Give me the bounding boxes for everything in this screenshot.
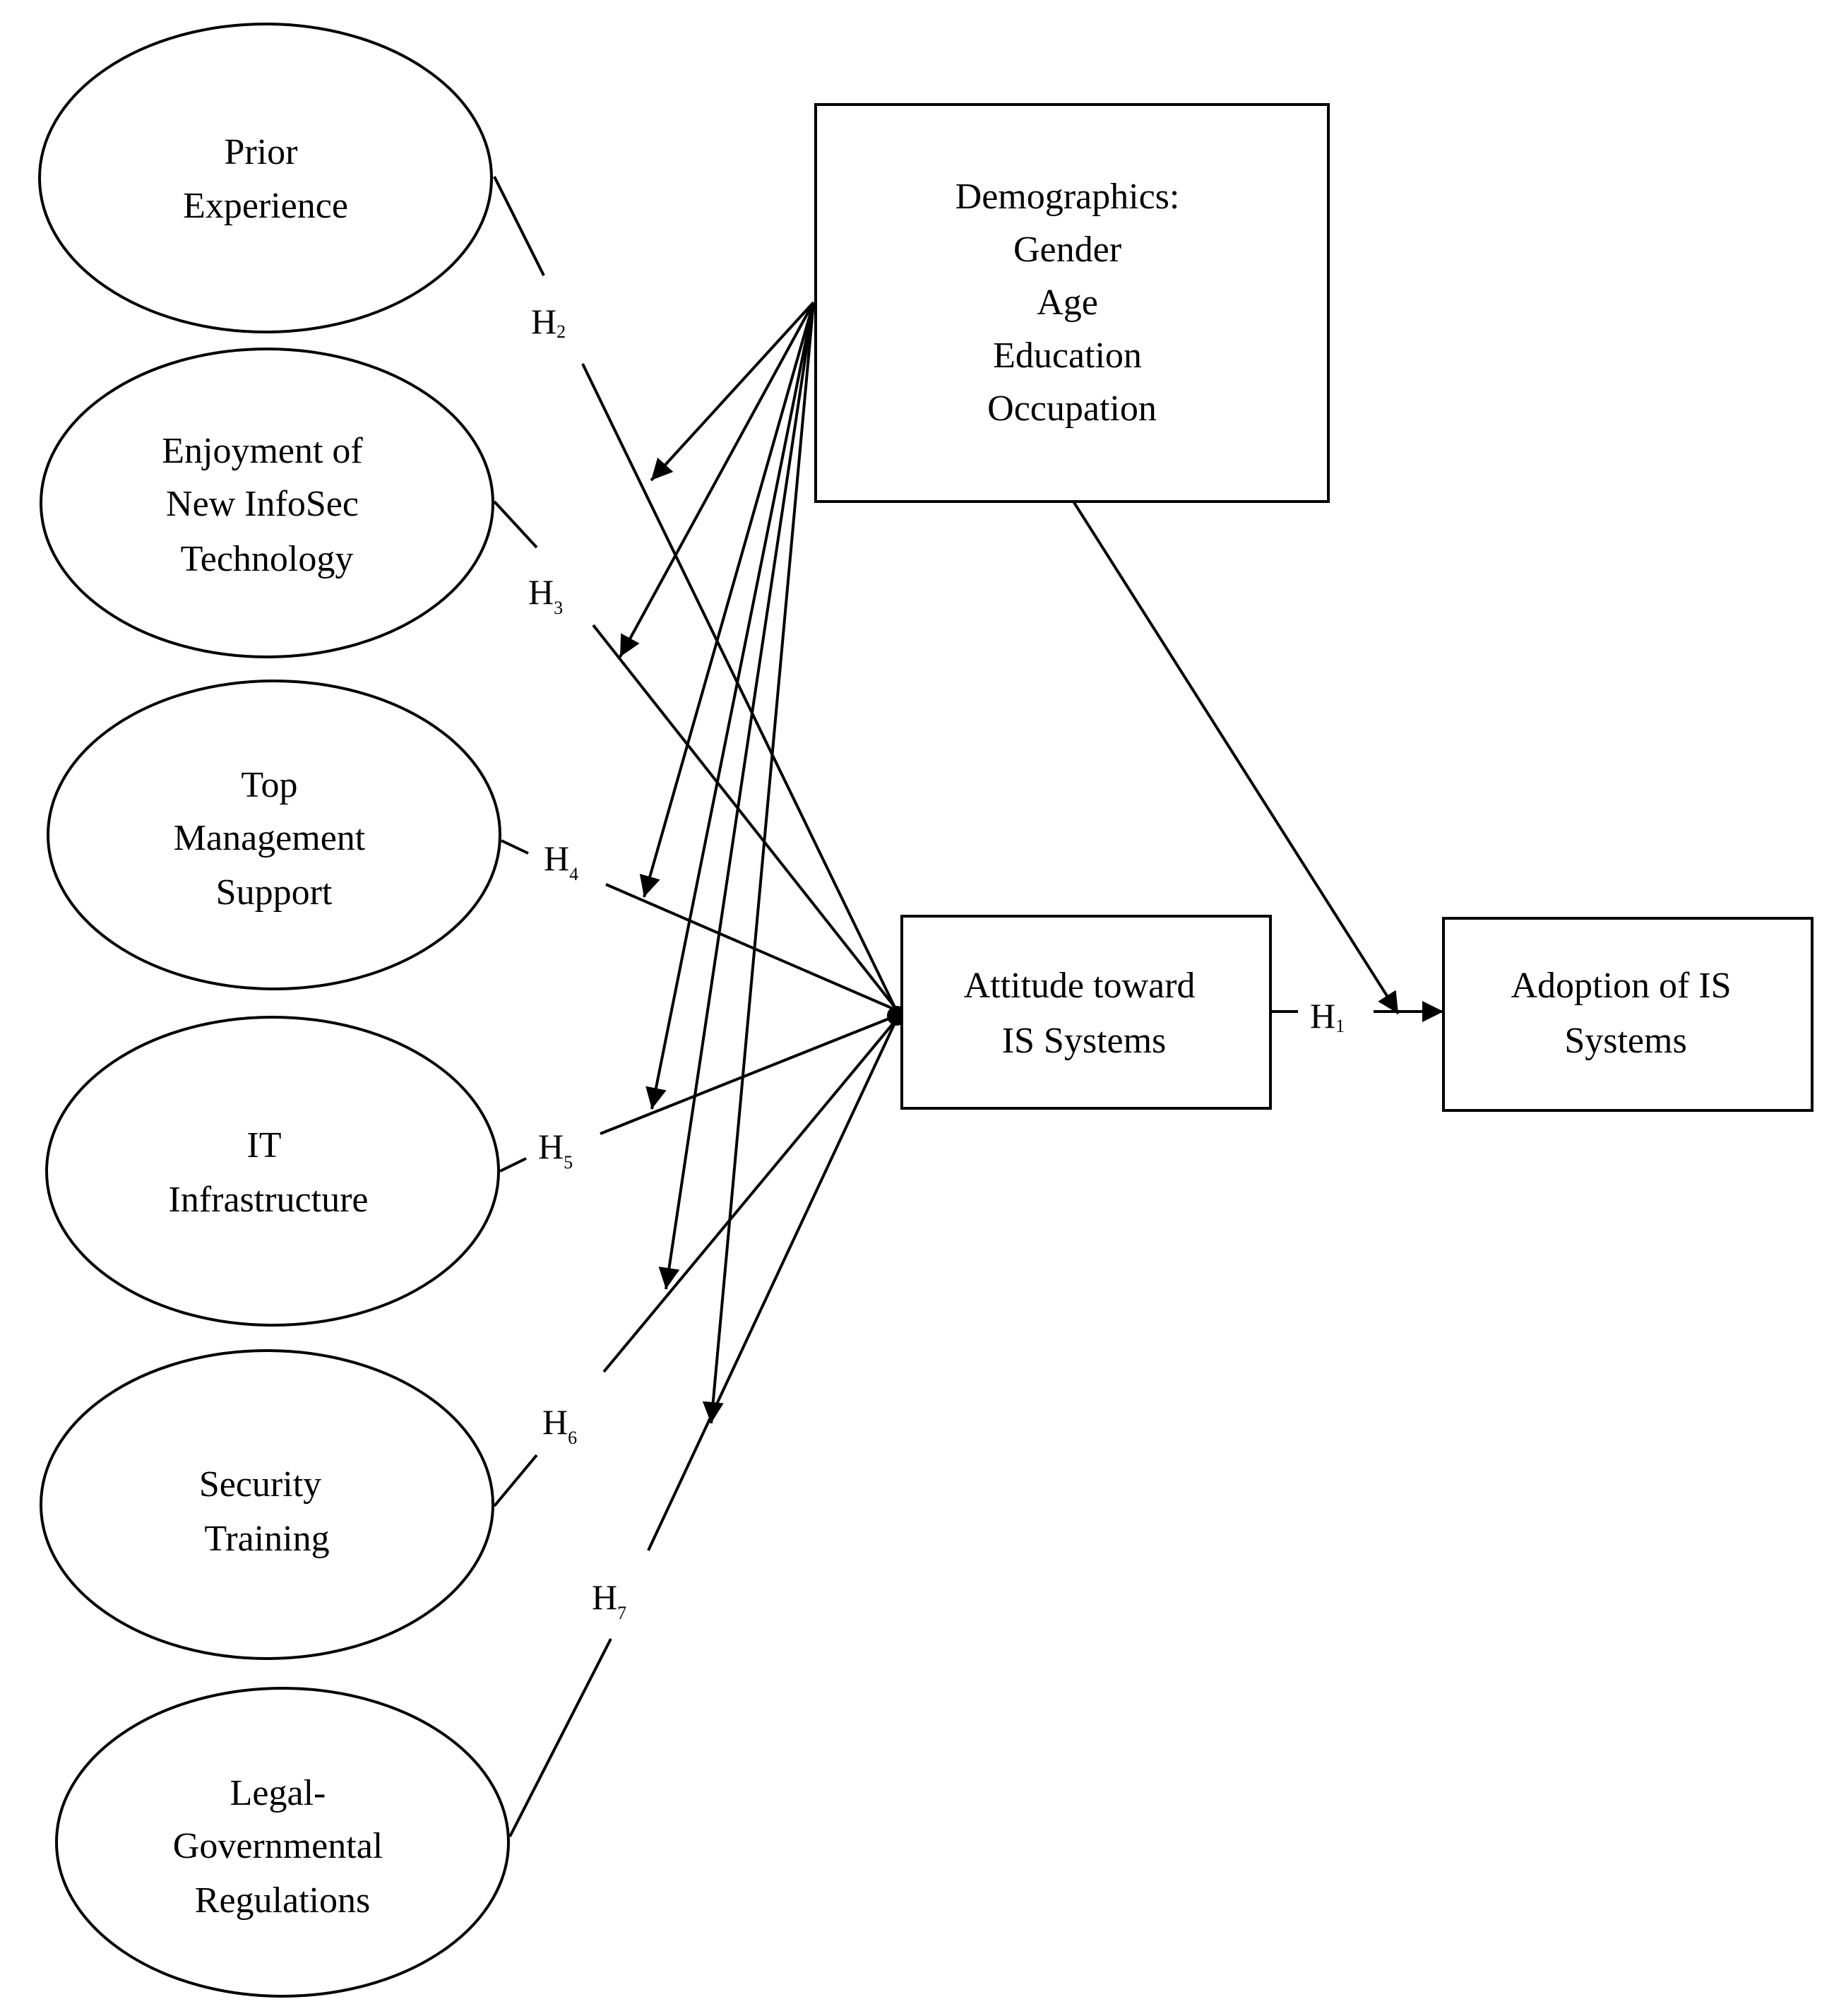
label-h3: H3 [528,572,563,618]
node-security-training: Security Training [40,1349,494,1660]
node-label: Security Training [199,1464,331,1559]
node-top-management: Top Management Support [47,680,501,990]
edge-h7 [508,1018,898,1837]
node-enjoyment: Enjoyment of New InfoSec Technology [40,348,494,658]
edge-h5 [499,1013,900,1173]
label-h4: H4 [544,838,578,884]
edge-h6 [493,1016,900,1507]
node-legal-governmental: Legal- Governmental Regulations [55,1687,510,1998]
label-h1: H1 [1310,996,1345,1036]
node-label: Demographics: Gender Age Education Occup… [955,177,1189,429]
node-it-infrastructure: IT Infrastructure [45,1016,500,1327]
node-label: Prior Experience [183,132,348,226]
label-h5: H5 [538,1127,573,1173]
demographics-moderation-arrows [619,301,815,1424]
node-label: Adoption of IS Systems [1511,966,1741,1061]
label-h7: H7 [592,1577,626,1623]
label-h6: H6 [542,1402,577,1448]
node-label: Enjoyment of New InfoSec Technology [162,431,372,579]
node-label: Legal- Governmental Regulations [173,1773,392,1921]
node-label: IT Infrastructure [169,1125,369,1220]
node-attitude: Attitude toward IS Systems [900,915,1272,1110]
node-demographics: Demographics: Gender Age Education Occup… [814,103,1330,503]
edge-h2 [493,176,898,1012]
edge-h4 [501,839,900,1013]
node-label: Top Management Support [174,765,374,913]
label-h2: H2 [531,302,566,342]
node-adoption: Adoption of IS Systems [1442,917,1814,1112]
node-prior-experience: Prior Experience [38,23,493,333]
edge-h3 [493,500,900,1013]
node-label: Attitude toward IS Systems [964,966,1205,1061]
edge-demographics-h1 [1072,500,1400,1015]
